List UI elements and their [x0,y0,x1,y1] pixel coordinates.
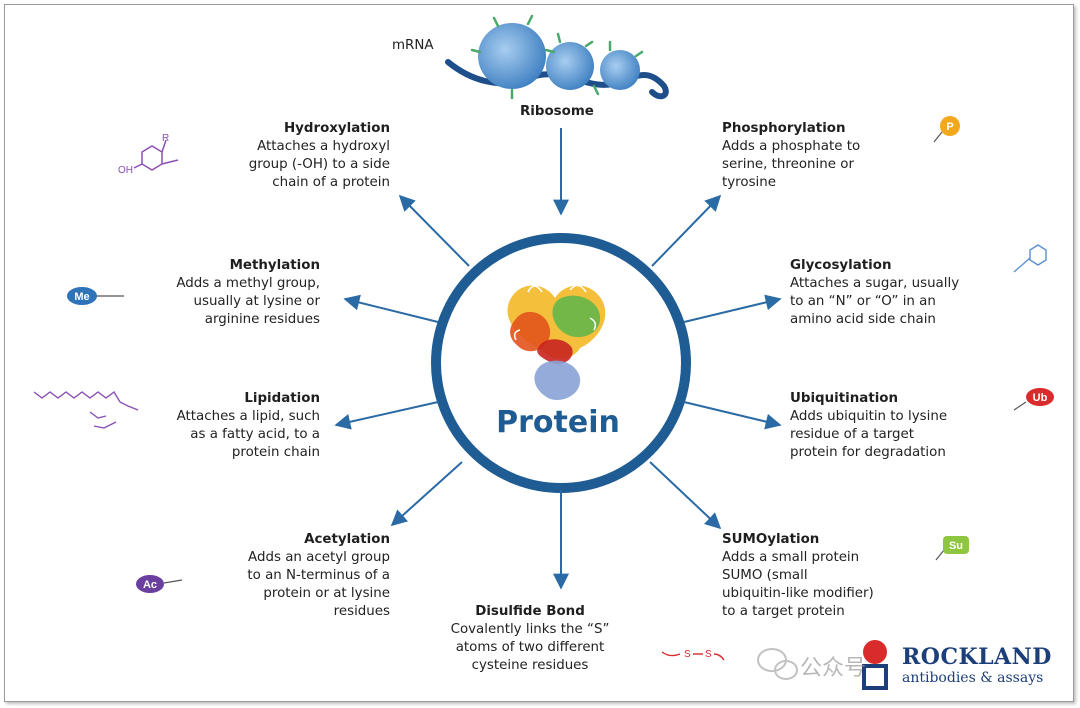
phosphate-badge: P [933,116,960,143]
brand-tagline: antibodies & assays [902,670,1044,686]
ptm-hydroxylation: Hydroxylation Attaches a hydroxyl group … [222,120,390,192]
ptm-phosphorylation: Phosphorylation Adds a phosphate to seri… [722,120,902,192]
ptm-description: Adds a phosphate to serine, threonine or… [722,139,861,190]
ptm-title: Phosphorylation [722,121,846,136]
ubiquitin-badge: Ub [1013,388,1054,411]
ptm-sumoylation: SUMOylation Adds a small protein SUMO (s… [722,531,902,621]
disulfide-s2-text: S [705,649,712,660]
phosphate-badge-text: P [946,121,953,133]
ribosome-icon [470,14,644,100]
sumo-badge-text: Su [949,540,963,552]
acetyl-badge-text: Ac [143,579,157,591]
ptm-description: Attaches a lipid, such as a fatty acid, … [176,409,320,460]
ptm-title: Hydroxylation [283,121,390,136]
hydroxyl-oh-text: OH [118,165,133,176]
ptm-ubiquitination: Ubiquitination Adds ubiquitin to lysine … [790,390,975,462]
ptm-description: Adds a small protein SUMO (small ubiquit… [722,550,874,619]
watermark-text: 公众号 [800,656,867,681]
ptm-arrows [334,194,782,590]
ptm-description: Adds an acetyl group to an N-terminus of… [247,550,390,619]
ptm-glycosylation: Glycosylation Attaches a sugar, usually … [790,257,975,329]
rockland-logo-icon [862,640,888,690]
methyl-badge-text: Me [74,291,89,303]
protein-label: Protein [496,405,620,440]
sugar-ring-icon [1013,244,1047,273]
rockland-logo: ROCKLAND antibodies & assays [852,638,1067,693]
hydroxyl-r-text: R [162,133,169,144]
ubiquitin-badge-text: Ub [1033,392,1048,404]
protein-structure-icon [507,284,606,400]
methyl-badge: Me [67,287,124,305]
ptm-title: Ubiquitination [790,391,899,406]
ptm-description: Attaches a sugar, usually to an “N” or “… [790,276,960,327]
ptm-title: Acetylation [304,532,390,547]
ptm-acetylation: Acetylation Adds an acetyl group to an N… [220,531,390,621]
hydroxyl-group-icon: OH R [118,133,179,176]
ptm-description: Covalently links the “S” atoms of two di… [450,622,610,673]
ptm-title: Lipidation [244,391,320,406]
ptm-description: Adds ubiquitin to lysine residue of a ta… [790,409,948,460]
brand-name: ROCKLAND [902,644,1052,670]
ptm-lipidation: Lipidation Attaches a lipid, such as a f… [150,390,320,462]
disulfide-s1-text: S [684,649,691,660]
ptm-description: Adds a methyl group, usually at lysine o… [176,276,320,327]
acetyl-badge: Ac [136,575,183,593]
ptm-title: Methylation [229,258,320,273]
sumo-badge: Su [935,536,969,561]
lipid-chain-icon [33,390,139,411]
mrna-label: mRNA [392,38,434,53]
ptm-description: Attaches a hydroxyl group (-OH) to a sid… [248,139,390,190]
ptm-disulfide: Disulfide Bond Covalently links the “S” … [440,603,620,675]
ptm-title: SUMOylation [722,532,820,547]
ptm-methylation: Methylation Adds a methyl group, usually… [150,257,320,329]
disulfide-bond-icon: S S [661,649,725,661]
ptm-title: Disulfide Bond [475,604,585,619]
ptm-title: Glycosylation [790,258,892,273]
ribosome-label: Ribosome [520,104,594,119]
wechat-watermark-icon [757,648,798,680]
